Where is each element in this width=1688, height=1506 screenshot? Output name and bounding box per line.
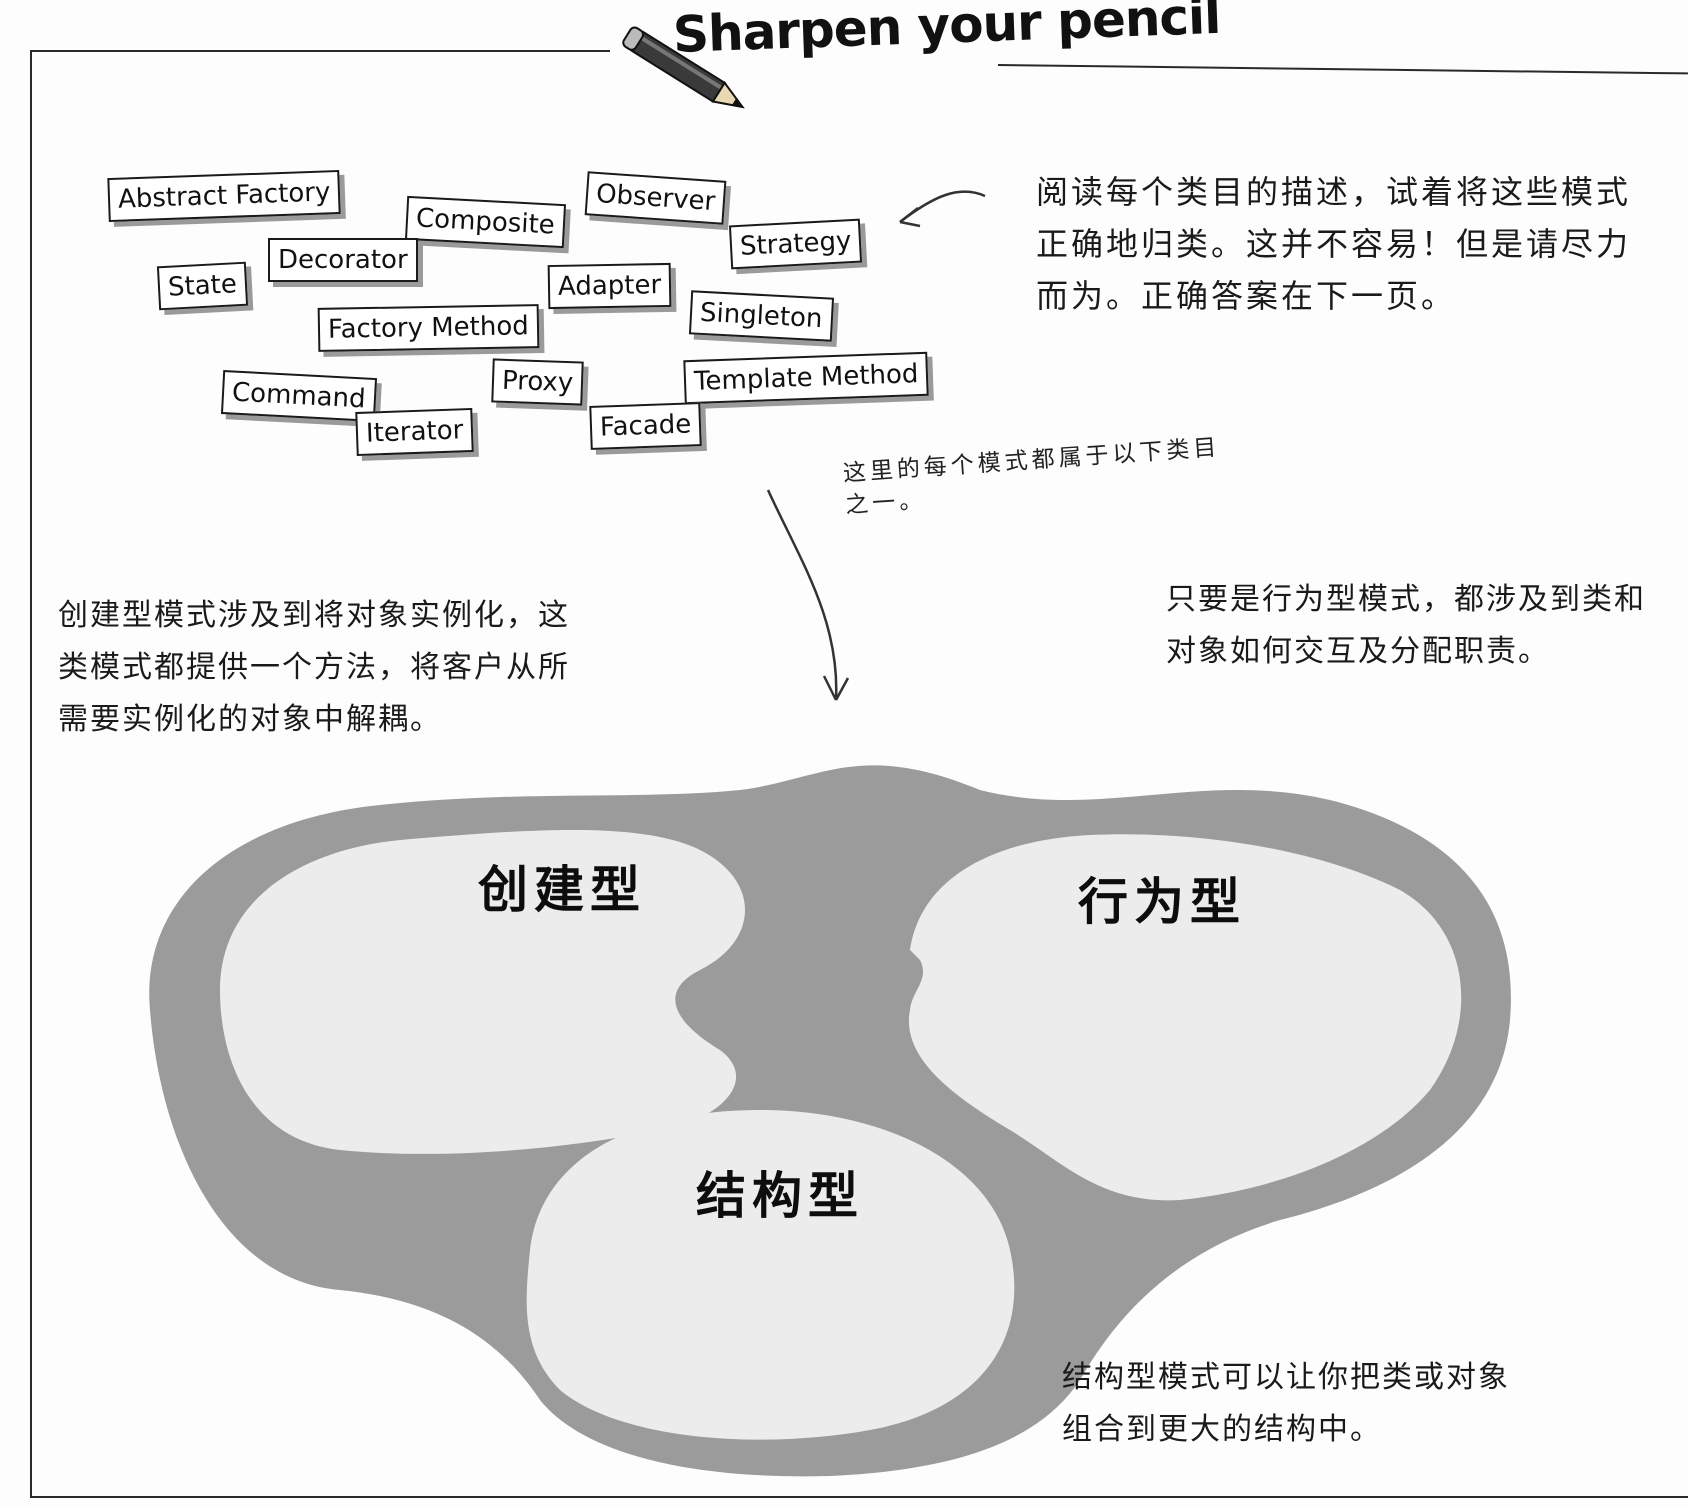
instruction-text: 阅读每个类目的描述，试着将这些模式正确地归类。这并不容易！但是请尽力而为。正确答… xyxy=(1036,173,1632,315)
frame-top-left xyxy=(30,50,610,52)
creational-label: 创建型 xyxy=(478,861,646,919)
pencil-icon xyxy=(622,26,745,109)
pattern-card-decorator[interactable]: Decorator xyxy=(268,238,418,282)
behavioral-description: 只要是行为型模式，都涉及到类和对象如何交互及分配职责。 xyxy=(1166,582,1646,669)
behavioral-label: 行为型 xyxy=(1078,873,1246,931)
frame-left xyxy=(30,50,32,1496)
creational-description: 创建型模式涉及到将对象实例化，这类模式都提供一个方法，将客户从所需要实例化的对象… xyxy=(58,598,570,737)
structural-blob xyxy=(526,1110,1015,1440)
frame-bottom xyxy=(30,1496,1688,1498)
structural-label: 结构型 xyxy=(696,1167,864,1225)
structural-description: 结构型模式可以让你把类或对象组合到更大的结构中。 xyxy=(1062,1360,1510,1447)
creational-blob xyxy=(220,830,745,1154)
behavioral-blob xyxy=(908,834,1462,1201)
